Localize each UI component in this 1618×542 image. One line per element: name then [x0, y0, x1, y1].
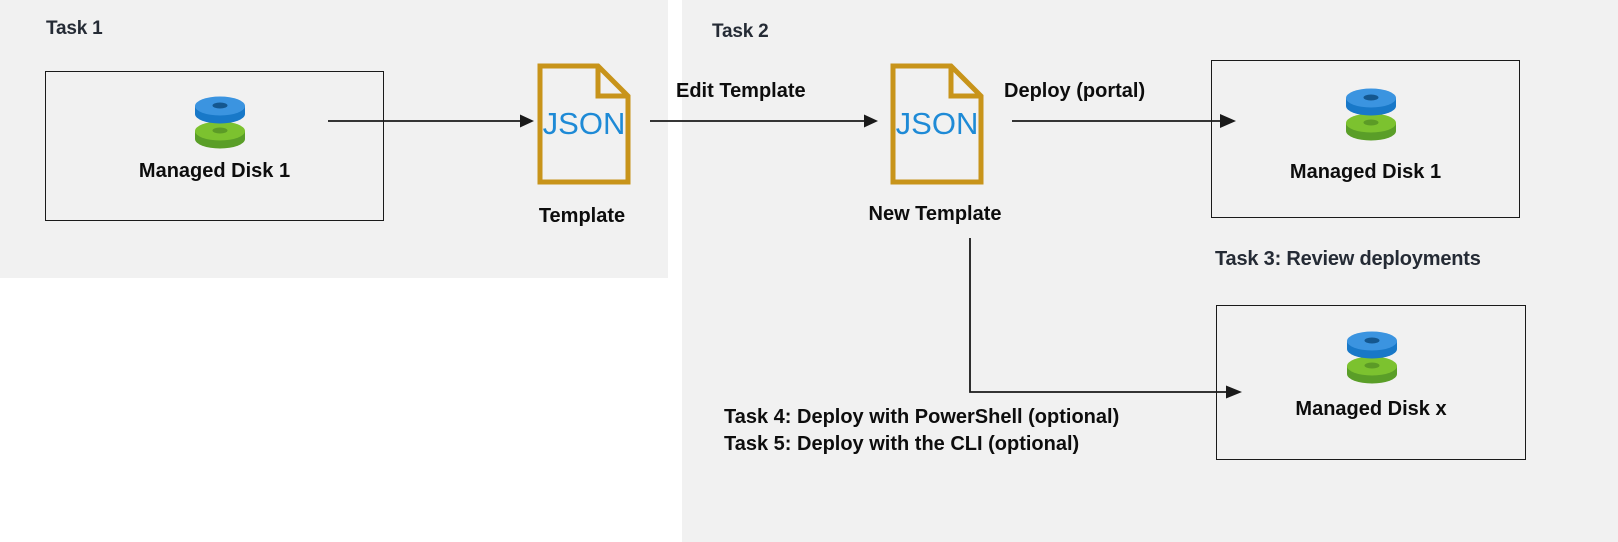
managed-disk-icon-right	[1340, 85, 1402, 148]
task1-panel	[0, 0, 668, 278]
deploy-portal-label: Deploy (portal)	[1004, 80, 1146, 102]
managed-disk-icon-x	[1341, 328, 1403, 391]
edit-template-label: Edit Template	[676, 80, 806, 102]
json-icon-text: JSON	[543, 106, 626, 141]
task1-heading: Task 1	[46, 18, 103, 39]
task2-heading: Task 2	[712, 21, 769, 42]
connector-edit-template	[650, 108, 882, 139]
managed-disk-x-label: Managed Disk x	[1295, 398, 1447, 420]
task2-panel	[682, 0, 1618, 542]
connector-deploy-portal	[1012, 108, 1238, 139]
task3-annotation: Task 3: Review deployments	[1215, 248, 1481, 270]
json-icon-text-new: JSON	[896, 106, 979, 141]
managed-disk-1-label-left: Managed Disk 1	[138, 160, 291, 182]
connector-deploy-scripted	[930, 238, 1260, 413]
managed-disk-1-box-left	[45, 71, 384, 221]
template-caption: Template	[538, 205, 626, 227]
managed-disk-1-label-right: Managed Disk 1	[1289, 161, 1442, 183]
connector-disk-to-template	[328, 108, 538, 139]
managed-disk-icon	[189, 93, 251, 156]
task5-annotation: Task 5: Deploy with the CLI (optional)	[724, 433, 1080, 455]
new-template-caption: New Template	[868, 203, 1002, 225]
managed-disk-x-box	[1216, 305, 1526, 460]
task4-annotation: Task 4: Deploy with PowerShell (optional…	[724, 406, 1120, 428]
managed-disk-1-box-right	[1211, 60, 1520, 218]
json-document-icon: JSON	[536, 62, 632, 191]
optional-tasks-notes: Task 4: Deploy with PowerShell (optional…	[724, 404, 1119, 458]
json-document-icon-new: JSON	[889, 62, 985, 191]
